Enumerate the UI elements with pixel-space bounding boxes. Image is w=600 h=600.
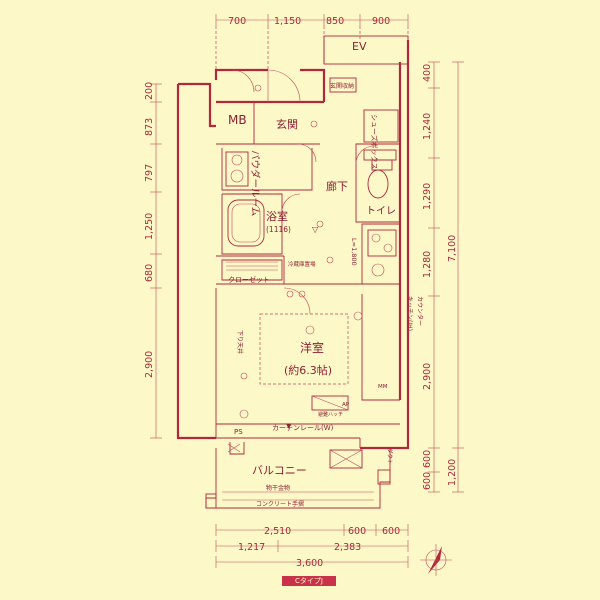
washbasin (225, 151, 249, 187)
label-bath: 浴室 (266, 209, 288, 223)
dim-left-6: 2,900 (144, 351, 155, 378)
top-dimension-line: 700 1,150 850 900 (215, 14, 409, 80)
label-emergency: 避難ハッチ (318, 411, 343, 418)
label-toilet: トイレ (366, 206, 396, 217)
label-western-room-size: (約6.3帖) (284, 363, 332, 377)
label-curtain-rail: カーテンレール(W) (272, 424, 334, 432)
toilet-bowl (367, 169, 389, 199)
balcony (205, 442, 391, 509)
dim-top-2: 1,150 (274, 16, 301, 27)
room-code-badge: CタイプJ (282, 576, 336, 586)
label-mb: MB (228, 113, 247, 127)
label-genkan: 玄関 (276, 117, 298, 131)
dim-left-3: 797 (144, 164, 155, 182)
label-triangle-marker: ▽ (312, 225, 319, 234)
shoe-box (363, 109, 399, 143)
label-duct: ダクト (386, 448, 394, 465)
bottom-dimension-lines: 2,510 600 600 1,217 2,383 3,600 (215, 524, 409, 569)
label-direction-marker: ▼ (286, 422, 292, 430)
emergency-hatch (311, 395, 349, 411)
compass-icon (420, 544, 452, 576)
label-western-room: 洋室 (300, 340, 324, 355)
dim-top-4: 900 (372, 16, 390, 27)
dim-top-1: 700 (228, 16, 246, 27)
dim-right-4: 1,280 (422, 251, 433, 278)
dim-right-total: 7,100 (447, 235, 458, 262)
dim-right-6: 600 (422, 450, 433, 468)
dim-left-5: 680 (144, 264, 155, 282)
label-bath-size: (1116) (266, 225, 291, 234)
dim-bottom-1: 2,510 (264, 526, 291, 537)
left-dimension-line: 200 873 797 1,250 680 2,900 (144, 82, 162, 439)
fixtures (225, 77, 399, 469)
walls (176, 35, 410, 450)
kitchen-stove (367, 229, 397, 257)
door-swings (231, 69, 375, 315)
label-washroom: パウダールーム (249, 150, 261, 216)
right-dimension-line-outer: 7,100 1,200 (447, 61, 464, 493)
label-shoe-box: シューズボックス (370, 114, 379, 169)
label-ps: PS (234, 428, 243, 436)
dim-right-3: 1,290 (422, 183, 433, 210)
label-closet: クローゼット (228, 275, 270, 284)
dim-left-1: 200 (144, 82, 155, 100)
label-mm: MM (378, 384, 388, 390)
right-dimension-line-inner: 400 1,240 1,290 1,280 2,900 600 600 (422, 61, 440, 493)
dim-top-3: 850 (326, 16, 344, 27)
label-laundry-pole: 物干金物 (266, 484, 290, 492)
label-kitchen-length: L=1,800 (350, 238, 358, 266)
label-ceiling-note: 下り天井 (236, 330, 244, 354)
genkan-storage-box (329, 77, 357, 93)
label-ap: AP (342, 402, 350, 408)
dim-bottom-total: 3,600 (296, 558, 323, 569)
dim-bottom-2: 600 (348, 526, 366, 537)
outdoor-unit (329, 449, 363, 469)
label-ev: EV (352, 40, 367, 53)
label-hallway: 廊下 (326, 179, 348, 193)
label-counter: カウンター (416, 296, 424, 326)
dim-left-4: 1,250 (144, 213, 155, 240)
dim-right-5: 2,900 (422, 363, 433, 390)
label-fridge: 冷蔵庫置場 (288, 260, 316, 268)
dim-right-2: 1,240 (422, 113, 433, 140)
bathtub (227, 199, 265, 247)
dim-right-7: 600 (422, 472, 433, 490)
dim-bottom-5: 2,383 (334, 542, 361, 553)
room-code-text: CタイプJ (295, 577, 323, 585)
dim-right-1: 400 (422, 64, 433, 82)
dim-bottom-4: 1,217 (238, 542, 265, 553)
dim-right-balcony: 1,200 (447, 459, 458, 486)
label-concrete-rail: コンクリート手摺 (256, 500, 304, 508)
dim-bottom-3: 600 (382, 526, 400, 537)
label-genkan-storage: 玄関収納 (330, 82, 354, 90)
label-kitchen-note: キッチン(IH) (406, 296, 413, 331)
dim-left-2: 873 (144, 118, 155, 136)
label-balcony: バルコニー (252, 464, 307, 477)
